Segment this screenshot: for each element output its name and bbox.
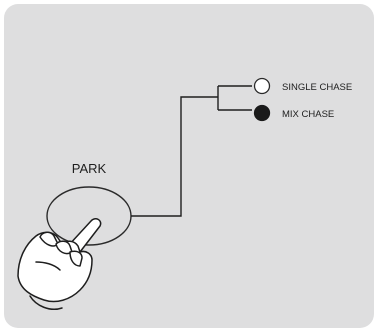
mix-chase-indicator (253, 104, 271, 122)
park-label: PARK (72, 161, 107, 176)
single-chase-indicator (253, 77, 271, 95)
mix-chase-label: MIX CHASE (282, 109, 334, 120)
pointing-hand-icon (17, 218, 102, 310)
single-chase-label: SINGLE CHASE (282, 82, 352, 93)
connector-lines (131, 85, 252, 217)
main-connector (131, 96, 218, 217)
